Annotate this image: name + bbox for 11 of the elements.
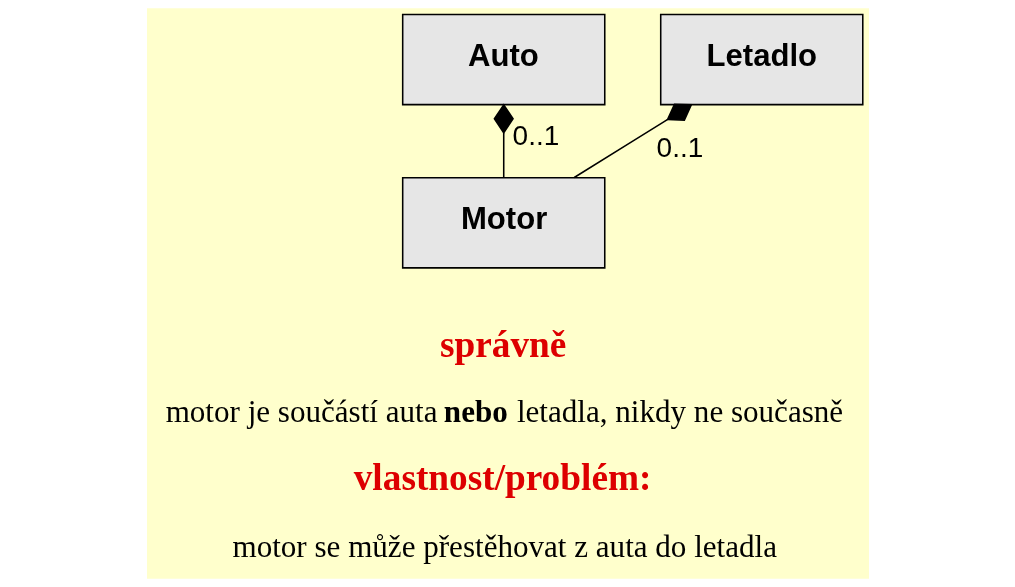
connector <box>492 103 514 179</box>
edge-label: 0..1 <box>656 132 703 164</box>
label: motor se může přestěhovat z auta do letadla <box>231 528 777 564</box>
label: motor je součástí auta nebo letadla, nikdy ne současně <box>165 393 843 429</box>
node-box: Motor <box>401 176 606 269</box>
node-box: Auto <box>401 13 606 106</box>
node-box: Letadlo <box>659 13 864 106</box>
label: vlastnost/problém: <box>353 457 651 499</box>
label: správně <box>439 323 566 365</box>
edge-label: 0..1 <box>512 119 559 151</box>
connector <box>572 103 692 179</box>
